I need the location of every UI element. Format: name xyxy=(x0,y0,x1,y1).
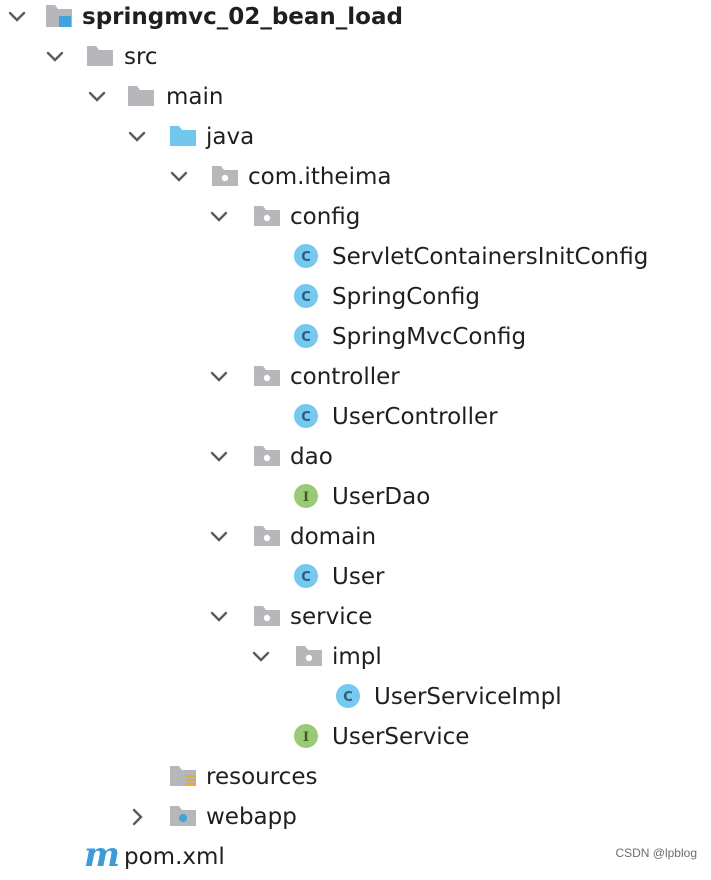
tree-row-project-root[interactable]: springmvc_02_bean_load xyxy=(0,0,711,40)
watermark: CSDN @lpblog xyxy=(615,846,697,860)
tree-row-spring-config[interactable]: C SpringConfig xyxy=(0,280,711,320)
svg-text:C: C xyxy=(343,690,353,705)
chevron-down-icon[interactable] xyxy=(208,366,230,388)
tree-row-user[interactable]: C User xyxy=(0,560,711,600)
class-label-user-service-impl: UserServiceImpl xyxy=(374,684,562,710)
chevron-down-icon[interactable] xyxy=(86,86,108,108)
package-label-domain: domain xyxy=(290,524,377,550)
package-icon xyxy=(252,602,282,630)
svg-text:C: C xyxy=(301,570,311,585)
tree-row-controller[interactable]: controller xyxy=(0,360,711,400)
chevron-down-icon[interactable] xyxy=(126,126,148,148)
class-label-spring-mvc-config: SpringMvcConfig xyxy=(332,324,527,350)
package-label-dao: dao xyxy=(290,444,333,470)
tree-row-com-itheima[interactable]: com.itheima xyxy=(0,160,711,200)
chevron-down-icon[interactable] xyxy=(208,606,230,628)
package-icon xyxy=(252,442,282,470)
folder-label-java: java xyxy=(206,124,255,150)
package-icon xyxy=(252,202,282,230)
svg-text:C: C xyxy=(301,330,311,345)
svg-text:I: I xyxy=(303,730,309,745)
chevron-down-icon[interactable] xyxy=(44,46,66,68)
tree-row-service[interactable]: service xyxy=(0,600,711,640)
svg-text:C: C xyxy=(301,410,311,425)
maven-m-icon: m xyxy=(84,835,120,875)
chevron-down-icon[interactable] xyxy=(208,526,230,548)
class-icon: C xyxy=(292,562,322,590)
package-icon xyxy=(252,522,282,550)
folder-label-resources: resources xyxy=(206,764,318,790)
tree-row-resources[interactable]: resources xyxy=(0,760,711,800)
tree-row-spring-mvc-config[interactable]: C SpringMvcConfig xyxy=(0,320,711,360)
file-label-pom: pom.xml xyxy=(124,844,225,870)
tree-row-webapp[interactable]: webapp xyxy=(0,800,711,840)
package-label-impl: impl xyxy=(332,644,382,670)
chevron-right-icon[interactable] xyxy=(126,806,148,828)
tree-row-main[interactable]: main xyxy=(0,80,711,120)
folder-icon xyxy=(126,82,156,110)
tree-row-src[interactable]: src xyxy=(0,40,711,80)
svg-text:C: C xyxy=(301,290,311,305)
tree-row-dao[interactable]: dao xyxy=(0,440,711,480)
svg-text:I: I xyxy=(303,490,309,505)
java-source-folder-icon xyxy=(168,122,198,150)
class-label-spring-config: SpringConfig xyxy=(332,284,481,310)
folder-label-webapp: webapp xyxy=(206,804,297,830)
chevron-down-icon[interactable] xyxy=(208,206,230,228)
folder-icon xyxy=(85,42,115,70)
interface-label-user-service: UserService xyxy=(332,724,470,750)
class-icon: C xyxy=(292,282,322,310)
class-icon: C xyxy=(292,322,322,350)
svg-text:C: C xyxy=(301,250,311,265)
chevron-down-icon[interactable] xyxy=(6,6,28,28)
package-label-com-itheima: com.itheima xyxy=(248,164,392,190)
chevron-down-icon[interactable] xyxy=(208,446,230,468)
tree-row-java[interactable]: java xyxy=(0,120,711,160)
tree-row-domain[interactable]: domain xyxy=(0,520,711,560)
tree-row-user-service[interactable]: I UserService xyxy=(0,720,711,760)
tree-row-pom[interactable]: m pom.xml xyxy=(0,835,711,880)
class-icon: C xyxy=(292,242,322,270)
folder-label-src: src xyxy=(124,44,158,70)
package-label-controller: controller xyxy=(290,364,400,390)
tree-row-servlet-containers-init-config[interactable]: C ServletContainersInitConfig xyxy=(0,240,711,280)
package-label-service: service xyxy=(290,604,373,630)
project-root-label: springmvc_02_bean_load xyxy=(82,4,403,30)
package-icon xyxy=(210,162,240,190)
interface-label-user-dao: UserDao xyxy=(332,484,431,510)
class-icon: C xyxy=(334,682,364,710)
class-label-user-controller: UserController xyxy=(332,404,498,430)
class-label-user: User xyxy=(332,564,385,590)
package-icon xyxy=(252,362,282,390)
resources-folder-icon xyxy=(168,762,198,790)
chevron-down-icon[interactable] xyxy=(250,646,272,668)
interface-icon: I xyxy=(292,722,322,750)
tree-row-user-controller[interactable]: C UserController xyxy=(0,400,711,440)
web-folder-icon xyxy=(168,802,198,830)
package-label-config: config xyxy=(290,204,361,230)
package-icon xyxy=(294,642,324,670)
tree-row-config[interactable]: config xyxy=(0,200,711,240)
folder-label-main: main xyxy=(166,84,224,110)
tree-row-user-service-impl[interactable]: C UserServiceImpl xyxy=(0,680,711,720)
tree-row-impl[interactable]: impl xyxy=(0,640,711,680)
class-label-servlet-containers-init-config: ServletContainersInitConfig xyxy=(332,244,649,270)
project-module-icon xyxy=(44,2,74,30)
interface-icon: I xyxy=(292,482,322,510)
tree-row-user-dao[interactable]: I UserDao xyxy=(0,480,711,520)
class-icon: C xyxy=(292,402,322,430)
chevron-down-icon[interactable] xyxy=(168,166,190,188)
